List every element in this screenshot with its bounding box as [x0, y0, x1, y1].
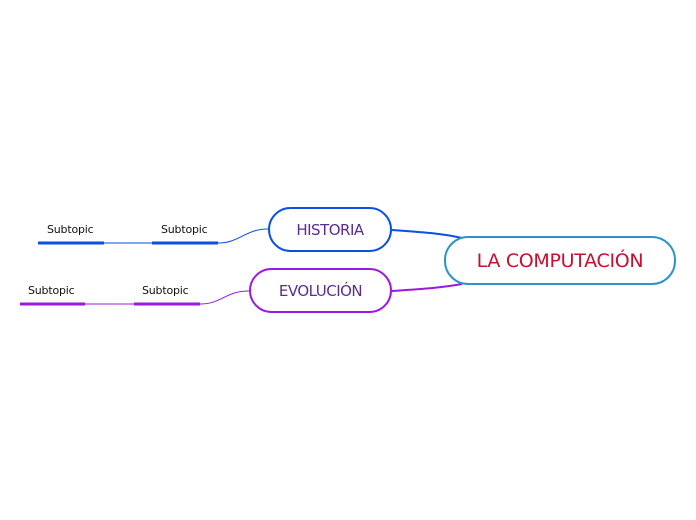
subtopic-historia-2[interactable]: Subtopic — [47, 223, 94, 236]
central-topic[interactable]: LA COMPUTACIÓN — [444, 236, 676, 285]
subtopic-evolucion-2[interactable]: Subtopic — [28, 284, 75, 297]
main-topic-label: EVOLUCIÓN — [278, 281, 363, 300]
subtopic-evolucion-1[interactable]: Subtopic — [142, 284, 189, 297]
main-topic-evolucion[interactable]: EVOLUCIÓN — [249, 268, 392, 313]
central-topic-label: LA COMPUTACIÓN — [476, 249, 644, 272]
subtopic-historia-1[interactable]: Subtopic — [161, 223, 208, 236]
main-topic-label: HISTORIA — [296, 220, 364, 239]
main-topic-historia[interactable]: HISTORIA — [268, 207, 392, 252]
